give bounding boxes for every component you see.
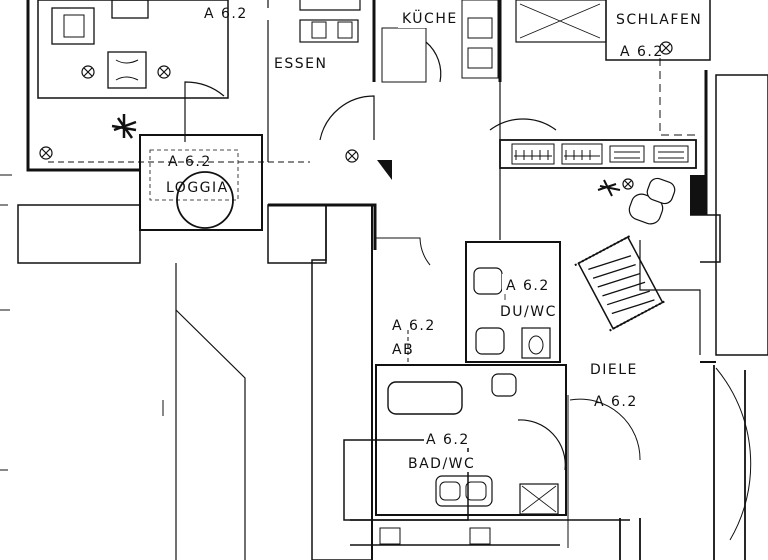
corridor-door-arc (569, 398, 641, 461)
room-duwc (465, 241, 561, 363)
plant-icon (111, 114, 137, 139)
room-name-ab: AB (392, 342, 414, 358)
room-loggia (139, 134, 263, 231)
room-labels: A 6.2 ESSEN KÜCHE SCHLAFEN A 6.2 A 6.2 L… (166, 6, 702, 472)
room-code-badwc: A 6.2 (426, 432, 470, 448)
room-kueche (372, 0, 697, 169)
room-name-badwc: BAD/WC (408, 456, 475, 472)
room-name-duwc: DU/WC (500, 304, 557, 320)
room-name-kueche: KÜCHE (402, 9, 458, 27)
room-code-ab: A 6.2 (392, 318, 436, 334)
room-essen (267, 0, 392, 250)
room-code-loggia: A 6.2 (168, 154, 212, 170)
room-schlafen (597, 0, 711, 225)
room-name-essen: ESSEN (274, 56, 327, 72)
light-fixture-icon (39, 65, 171, 160)
corridor-walls (371, 82, 752, 560)
room-name-diele: DIELE (590, 362, 638, 378)
room-code-diele: A 6.2 (594, 394, 638, 410)
plant-icon (597, 179, 621, 197)
kueche-label-bg (398, 6, 460, 28)
room-name-loggia: LOGGIA (166, 180, 229, 196)
room-code-duwc: A 6.2 (506, 278, 550, 294)
room-a62-top (26, 0, 310, 172)
room-code-top: A 6.2 (204, 6, 248, 22)
room-code-schlafen: A 6.2 (620, 44, 664, 60)
room-name-schlafen: SCHLAFEN (616, 12, 702, 28)
site-lines (0, 174, 246, 560)
kitchen-counter-icon (511, 143, 689, 165)
armchair-icon (622, 177, 676, 225)
rug (574, 234, 667, 332)
room-badwc (343, 364, 630, 546)
